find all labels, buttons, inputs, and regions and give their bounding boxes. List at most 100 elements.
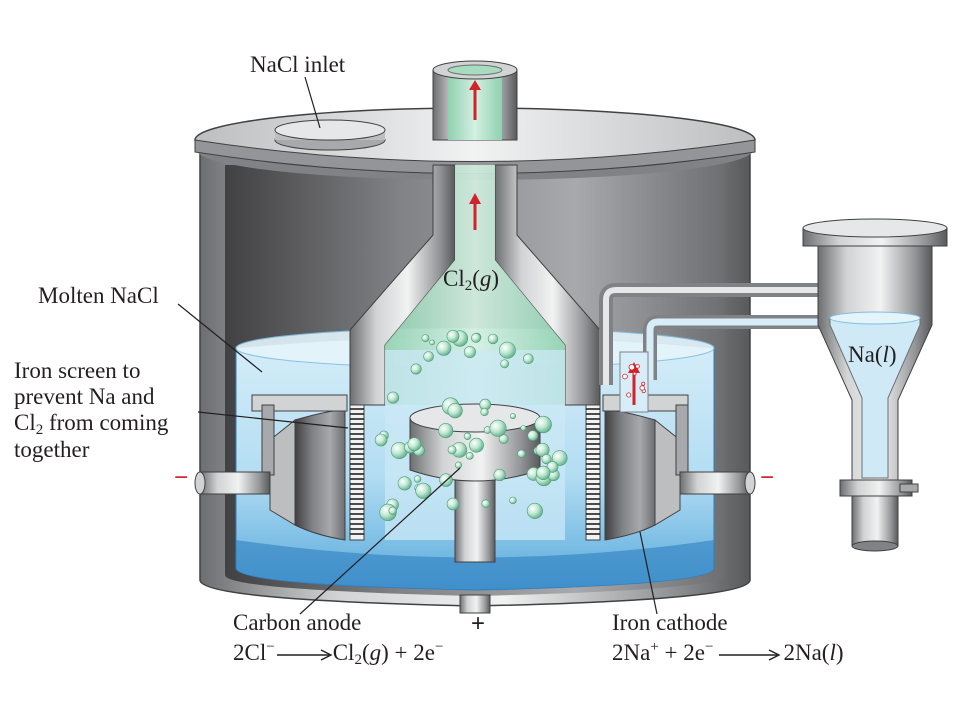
leader-iron-screen (197, 411, 349, 429)
sodium-reservoir (802, 218, 948, 552)
bubble (517, 449, 526, 458)
bubble (397, 476, 412, 491)
cathode-rhs: 2Na (783, 640, 822, 665)
label-cl2-gas: Cl2(g) (443, 266, 500, 294)
bubble (421, 334, 430, 342)
melt-bottom (236, 540, 714, 590)
bubble (415, 482, 432, 499)
leader-molten-nacl (177, 303, 263, 373)
leader-iron-cathode (639, 531, 658, 615)
cl2-state: g (479, 266, 492, 291)
screen-cl-base: Cl (14, 410, 36, 435)
bubble (463, 432, 472, 440)
bubble (527, 430, 539, 441)
bubble (489, 419, 507, 437)
iron-screen-left (349, 404, 365, 541)
cl2-close-paren: ) (491, 266, 500, 291)
cathode-electrons: 2e (683, 640, 705, 665)
iron-screen-right (585, 404, 601, 541)
sodium-droplet (639, 385, 645, 391)
anode-rhs-close: ) (381, 640, 389, 665)
bubble (446, 497, 460, 511)
anode-rhs-open: ( (361, 640, 370, 665)
bubble (471, 332, 481, 343)
anode-plus: + (388, 640, 414, 665)
bubble (446, 329, 460, 343)
bubble (536, 465, 551, 481)
hood-gas-space (385, 165, 565, 405)
cathode-reaction-arrow-icon (719, 649, 782, 661)
bubble (493, 468, 506, 482)
chlorine-bubbles (374, 329, 646, 522)
label-iron-cathode: Iron cathode (612, 610, 728, 635)
anode-electron-charge: − (434, 639, 444, 655)
cathode-half-reaction: 2Na+ + 2e−2Na(l) (612, 640, 844, 666)
cathode-lhs: 2Na (612, 640, 651, 665)
anode-lhs-charge: − (266, 639, 275, 655)
cathode-lhs-charge: + (650, 639, 659, 655)
label-carbon-anode: Carbon anode (233, 610, 362, 635)
sodium-droplet (626, 392, 632, 398)
anode-electrons: 2e (413, 640, 435, 665)
bubble (410, 363, 422, 375)
bubble (522, 353, 534, 365)
sodium-droplet (628, 364, 635, 371)
sodium-droplet (635, 364, 640, 369)
anode-reaction-arrow-icon (276, 649, 333, 661)
bubble (447, 445, 457, 455)
iron-cathode-right (602, 394, 689, 541)
bubble (534, 415, 552, 434)
na-open-paren: ( (874, 342, 883, 367)
label-iron-screen-line2: prevent Na and (14, 384, 155, 409)
bubble (387, 391, 400, 404)
nacl-inlet-cap-top (274, 119, 386, 141)
bubble (436, 340, 452, 356)
bubble (509, 413, 516, 420)
bubble (500, 359, 509, 369)
cathode-rhs-open: ( (821, 640, 830, 665)
na-base: Na (848, 342, 875, 367)
bubble (463, 345, 476, 358)
na-close-paren: ) (888, 342, 897, 367)
terminal-right-sign: − (760, 464, 775, 491)
leader-lines (177, 76, 658, 615)
label-na-liquid: Na(l) (848, 342, 897, 368)
sodium-droplet (641, 381, 646, 386)
bubble (413, 475, 422, 483)
na-state: l (882, 342, 889, 367)
cl2-base: Cl (443, 266, 465, 291)
bubble (551, 450, 568, 466)
sodium-droplet (632, 371, 637, 376)
bubble (438, 423, 454, 439)
bubble (469, 437, 484, 453)
anode-half-reaction: 2Cl−Cl2(g) + 2e− (233, 639, 444, 668)
label-molten-nacl: Molten NaCl (38, 283, 159, 308)
bubble (520, 425, 527, 431)
cl2-open-paren: ( (472, 266, 480, 291)
bubble (454, 461, 462, 469)
cathode-rhs-close: ) (835, 640, 844, 665)
label-iron-screen-line1: Iron screen to (14, 358, 141, 383)
anode-rhs-subscript: 2 (354, 652, 362, 668)
terminal-anode-sign: + (471, 610, 486, 637)
cathode-terminal-right (679, 471, 756, 495)
bubble (465, 451, 474, 460)
label-iron-screen-line3: Cl2 from coming (14, 410, 169, 438)
cathode-terminal-left (194, 471, 271, 495)
anode-terminal (459, 594, 491, 614)
cathode-electron-charge: − (705, 639, 714, 655)
bubble (526, 502, 543, 519)
bubble (481, 499, 490, 508)
label-iron-screen-line4: together (14, 437, 90, 462)
cathode-rhs-state: l (829, 640, 836, 665)
bubble (487, 333, 499, 345)
bubble (447, 403, 463, 419)
lid-edge (194, 139, 756, 174)
terminal-left-sign: − (174, 464, 189, 491)
leader-nacl-inlet (304, 76, 321, 129)
anode-lhs: 2Cl (233, 640, 267, 665)
bubble (509, 496, 517, 505)
screen-cl-rest: from coming (43, 410, 169, 435)
